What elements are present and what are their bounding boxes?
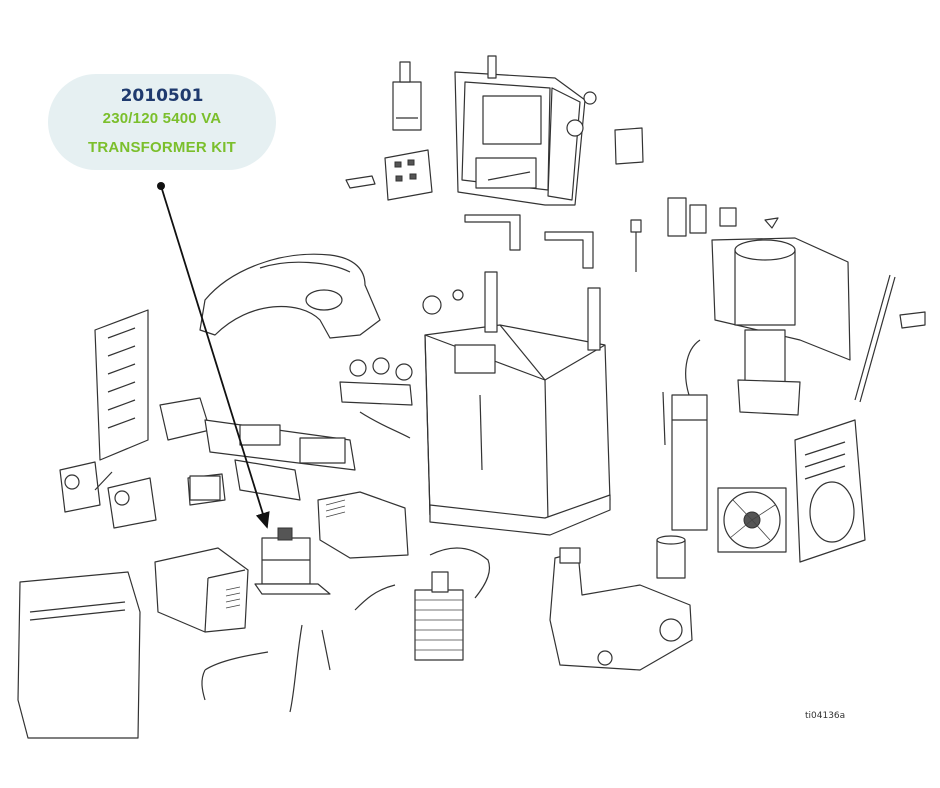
gauge-manifold	[339, 289, 464, 439]
left-side-panel	[94, 309, 149, 461]
circuit-board	[345, 149, 433, 201]
transformer	[254, 527, 331, 595]
label-card	[614, 127, 644, 165]
hoses	[201, 547, 491, 713]
control-box	[454, 55, 597, 206]
drain-tube	[854, 274, 926, 403]
front-panel	[17, 571, 141, 739]
switch-component	[392, 61, 422, 131]
junction-box	[154, 475, 249, 633]
electrical-cover	[317, 491, 409, 559]
oil-cooler	[414, 571, 464, 661]
right-side-panel	[794, 419, 866, 563]
prime-valves	[59, 461, 157, 529]
figure-reference: ti04136a	[805, 711, 846, 721]
callout-rating: 230/120 5400 VA	[102, 110, 222, 127]
cooling-fan	[717, 487, 787, 553]
heater-element	[662, 391, 708, 531]
pressure-control	[630, 197, 779, 272]
shroud	[199, 253, 381, 339]
mounting-brackets	[464, 214, 594, 269]
callout-part-number: 2010501	[120, 86, 204, 106]
pump-manifold	[159, 397, 356, 506]
callout-leader	[157, 182, 270, 529]
callout-kit-name: TRANSFORMER KIT	[88, 139, 236, 156]
motor-assembly	[685, 237, 851, 416]
hydraulic-reservoir	[549, 535, 693, 671]
transformer-kit-callout: 2010501 230/120 5400 VA TRANSFORMER KIT	[48, 74, 276, 170]
main-frame	[424, 271, 611, 536]
